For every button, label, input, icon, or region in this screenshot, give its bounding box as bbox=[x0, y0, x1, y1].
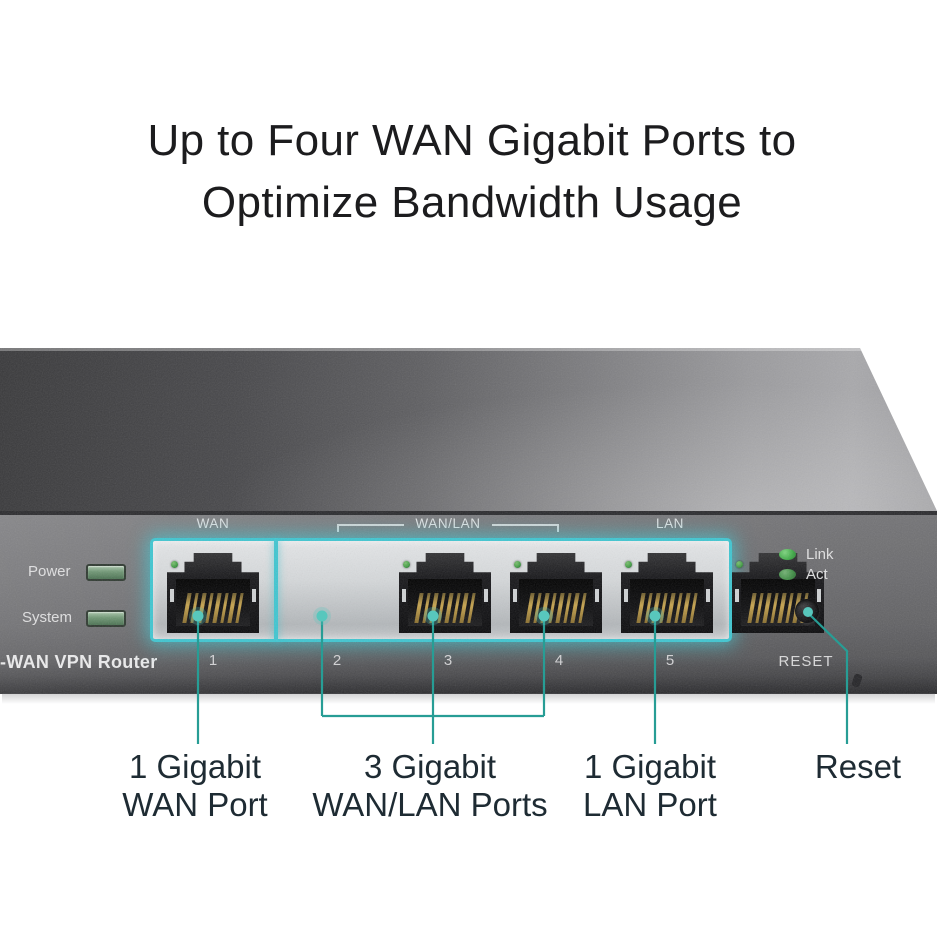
rj45-pins bbox=[525, 593, 587, 623]
callout-wan-lan-line-2: WAN/LAN Ports bbox=[312, 786, 548, 823]
system-led-icon bbox=[86, 610, 126, 627]
port-4-led-icon bbox=[625, 561, 632, 568]
port-number-4: 4 bbox=[554, 652, 564, 669]
callout-wan-line-2: WAN Port bbox=[122, 786, 268, 823]
rj45-pins bbox=[414, 593, 476, 623]
router-top-panel bbox=[0, 348, 937, 511]
security-slot-icon bbox=[851, 673, 863, 688]
rj45-pins bbox=[636, 593, 698, 623]
reset-button bbox=[795, 599, 819, 623]
port-number-3: 3 bbox=[443, 652, 453, 669]
wan-lan-bracket-left bbox=[337, 524, 404, 532]
system-led-label: System bbox=[22, 609, 73, 626]
link-led-icon bbox=[779, 549, 796, 560]
wan-group-label: WAN bbox=[196, 516, 230, 531]
callout-lan-port: 1 Gigabit LAN Port bbox=[500, 748, 800, 824]
port-2-led-icon bbox=[403, 561, 410, 568]
router-image: Power System -WAN VPN Router WAN WAN/LAN… bbox=[0, 348, 944, 694]
title-line-1: Up to Four WAN Gigabit Ports to bbox=[147, 116, 797, 165]
link-led-label: Link bbox=[806, 546, 834, 563]
port-3-led-icon bbox=[514, 561, 521, 568]
port-group-divider bbox=[274, 538, 278, 642]
callout-wan-lan-ports: 3 Gigabit WAN/LAN Ports bbox=[280, 748, 580, 824]
act-led-label: Act bbox=[806, 566, 828, 583]
callout-wan-port: 1 Gigabit WAN Port bbox=[45, 748, 345, 824]
page-title: Up to Four WAN Gigabit Ports to Optimize… bbox=[0, 110, 944, 234]
lan-group-label: LAN bbox=[655, 516, 685, 531]
ethernet-port-4 bbox=[621, 553, 713, 633]
ethernet-port-2 bbox=[399, 553, 491, 633]
port-5-led-icon bbox=[736, 561, 743, 568]
reset-button-label: RESET bbox=[778, 653, 834, 670]
wan-lan-bracket-right bbox=[492, 524, 559, 532]
model-name-text: -WAN VPN Router bbox=[0, 652, 158, 672]
callout-reset: Reset bbox=[708, 748, 944, 786]
ethernet-port-1 bbox=[167, 553, 259, 633]
ethernet-port-3 bbox=[510, 553, 602, 633]
router-shadow bbox=[2, 693, 935, 704]
callout-lan-line-1: 1 Gigabit bbox=[583, 748, 717, 785]
callout-lan-line-2: LAN Port bbox=[583, 786, 717, 823]
port-number-1: 1 bbox=[208, 652, 218, 669]
callout-wan-lan-line-1: 3 Gigabit bbox=[363, 748, 497, 785]
callout-reset-line-1: Reset bbox=[814, 748, 902, 785]
port-number-2: 2 bbox=[332, 652, 342, 669]
power-led-label: Power bbox=[28, 563, 71, 580]
rj45-pins bbox=[182, 593, 244, 623]
power-led-icon bbox=[86, 564, 126, 581]
port-1-led-icon bbox=[171, 561, 178, 568]
title-line-2: Optimize Bandwidth Usage bbox=[201, 178, 743, 227]
router-front-panel: Power System -WAN VPN Router WAN WAN/LAN… bbox=[0, 511, 937, 694]
callout-wan-line-1: 1 Gigabit bbox=[128, 748, 262, 785]
port-highlight-plate bbox=[150, 538, 824, 642]
port-number-5: 5 bbox=[665, 652, 675, 669]
act-led-icon bbox=[779, 569, 796, 580]
